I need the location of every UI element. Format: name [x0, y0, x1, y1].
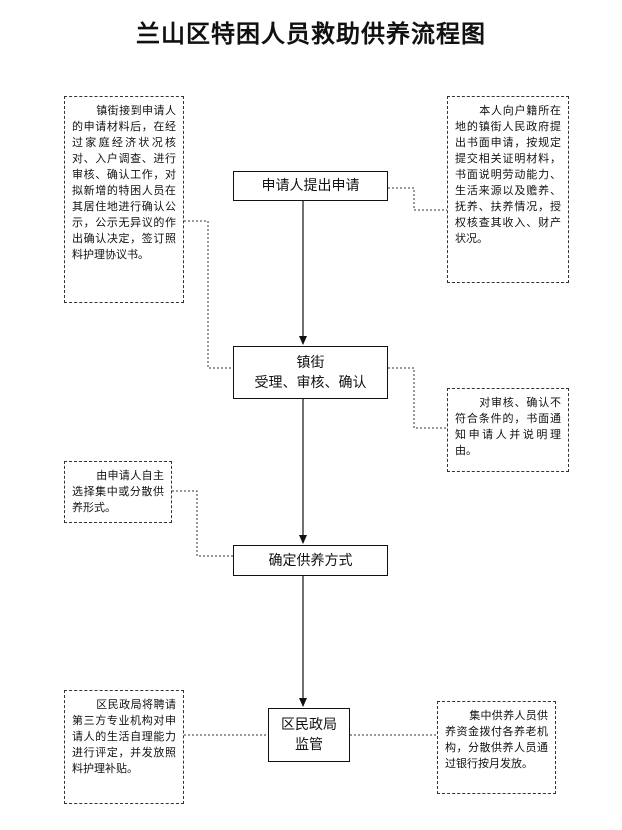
note-town-review: 镇街接到申请人的申请材料后，在经过家庭经济状况核对、入户调查、进行审核、确认工作…: [64, 96, 184, 303]
note-third-party-assessment: 区民政局将聘请第三方专业机构对申请人的生活自理能力进行评定，并发放照料护理补贴。: [64, 690, 184, 804]
page-title: 兰山区特困人员救助供养流程图: [136, 19, 486, 48]
note-connector: [172, 490, 233, 557]
note-fund-distribution: 集中供养人员供养资金拨付各养老机构，分散供养人员通过银行按月发放。: [437, 701, 556, 794]
note-connector: [388, 367, 447, 429]
step-determine-mode-label: 确定供养方式: [268, 552, 353, 569]
note-application-materials: 本人向户籍所在地的镇街人民政府提出书面申请，按规定提交相关证明材料，书面说明劳动…: [447, 96, 569, 283]
step-determine-mode: 确定供养方式: [233, 545, 388, 576]
step-apply-label: 申请人提出申请: [261, 178, 360, 194]
note-choose-mode: 由申请人自主选择集中或分散供养形式。: [64, 461, 172, 523]
step-supervise: 区民政局 监管: [268, 708, 350, 762]
step-apply: 申请人提出申请: [233, 171, 388, 201]
note-rejection: 对审核、确认不符合条件的，书面通知申请人并说明理由。: [447, 388, 569, 472]
step-supervise-label: 区民政局 监管: [281, 717, 337, 753]
step-review: 镇街 受理、审核、确认: [233, 346, 388, 399]
note-connector: [184, 220, 233, 369]
step-review-label: 镇街 受理、审核、确认: [254, 354, 367, 391]
note-connector: [388, 187, 447, 211]
